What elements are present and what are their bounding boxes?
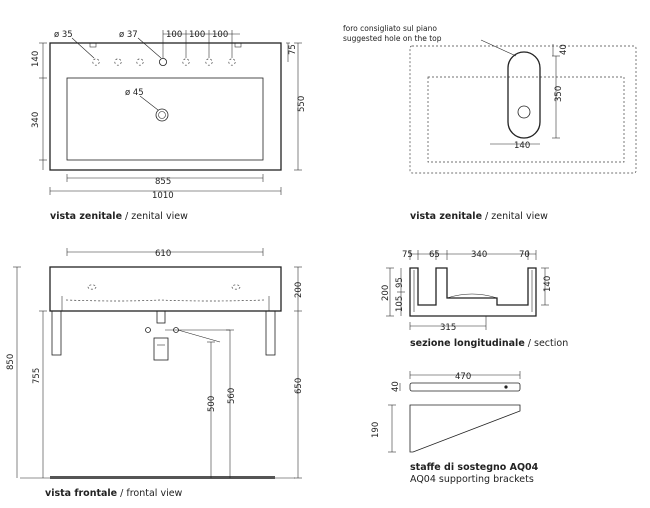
basin-inner-bowl — [66, 77, 264, 161]
dim-40: 40 — [559, 44, 569, 55]
siphon — [145, 310, 179, 361]
suggested-hole — [507, 51, 541, 139]
caption-brackets-it: staffe di sostegno AQ04 — [410, 462, 539, 473]
dim-200: 200 — [381, 285, 391, 301]
floor-line — [50, 476, 275, 479]
dim-spacing-100-a: 100 — [166, 30, 182, 40]
dim-340: 340 — [31, 112, 41, 128]
dim-340: 340 — [471, 250, 487, 260]
top-view-right: foro consigliato sul piano suggested hol… — [343, 24, 637, 222]
dim-95: 95 — [395, 277, 405, 288]
dim-350: 350 — [554, 86, 564, 102]
dim-550: 550 — [297, 96, 307, 112]
top-view-left: ø 35 ø 37 ø 45 100 100 100 75 550 140 34… — [31, 30, 307, 222]
dim-315: 315 — [440, 323, 456, 333]
dim-hole-37: ø 37 — [119, 30, 138, 40]
dim-855: 855 — [155, 177, 171, 187]
dim-470: 470 — [455, 372, 471, 382]
dim-560: 560 — [227, 388, 237, 404]
dim-drain-45: ø 45 — [125, 88, 144, 98]
dim-spacing-100-b: 100 — [189, 30, 205, 40]
dim-850: 850 — [6, 354, 16, 370]
drain-hole — [155, 108, 169, 122]
caption-top-view-right: vista zenitale / zenital view — [410, 211, 548, 222]
dim-500: 500 — [207, 396, 217, 412]
bracket-top-view — [409, 382, 521, 392]
dim-40: 40 — [391, 381, 401, 392]
dim-65: 65 — [429, 250, 440, 260]
note-suggested-hole-it: foro consigliato sul piano — [343, 24, 437, 33]
bracket-side-view — [409, 404, 521, 453]
dim-190: 190 — [371, 422, 381, 438]
dim-650: 650 — [294, 378, 304, 394]
caption-front-view: vista frontale / frontal view — [45, 488, 183, 499]
left-bracket — [51, 310, 62, 356]
dim-hole-35: ø 35 — [54, 30, 73, 40]
dim-755: 755 — [32, 368, 42, 384]
dim-70: 70 — [519, 250, 530, 260]
dim-75: 75 — [402, 250, 413, 260]
dim-140-hole: 140 — [514, 141, 530, 151]
section-profile — [409, 267, 537, 317]
dim-140: 140 — [543, 276, 553, 292]
basin-bowl-outline — [427, 76, 625, 163]
dim-200: 200 — [294, 282, 304, 298]
dim-1010: 1010 — [152, 191, 174, 201]
dim-140: 140 — [31, 51, 41, 67]
dim-105: 105 — [395, 296, 405, 312]
dim-610: 610 — [155, 249, 171, 259]
basin-outer-outline — [49, 42, 282, 171]
countertop-outline — [409, 45, 637, 174]
note-suggested-hole-en: suggested hole on the top — [343, 34, 442, 43]
front-view: 610 850 755 500 560 200 650 vista fronta… — [6, 248, 304, 499]
section-view: 75 65 340 70 200 95 105 140 315 sezione … — [381, 250, 568, 349]
dim-75: 75 — [288, 44, 298, 55]
caption-brackets-en: AQ04 supporting brackets — [410, 474, 534, 485]
basin-front-body — [49, 266, 282, 312]
brackets: 470 40 190 staffe di sostegno AQ04 AQ04 … — [371, 371, 539, 485]
dim-spacing-100-c: 100 — [212, 30, 228, 40]
caption-section-view: sezione longitudinale / section — [410, 338, 568, 349]
right-bracket — [265, 310, 276, 356]
caption-top-view-left: vista zenitale / zenital view — [50, 211, 188, 222]
tap-holes — [89, 42, 242, 67]
